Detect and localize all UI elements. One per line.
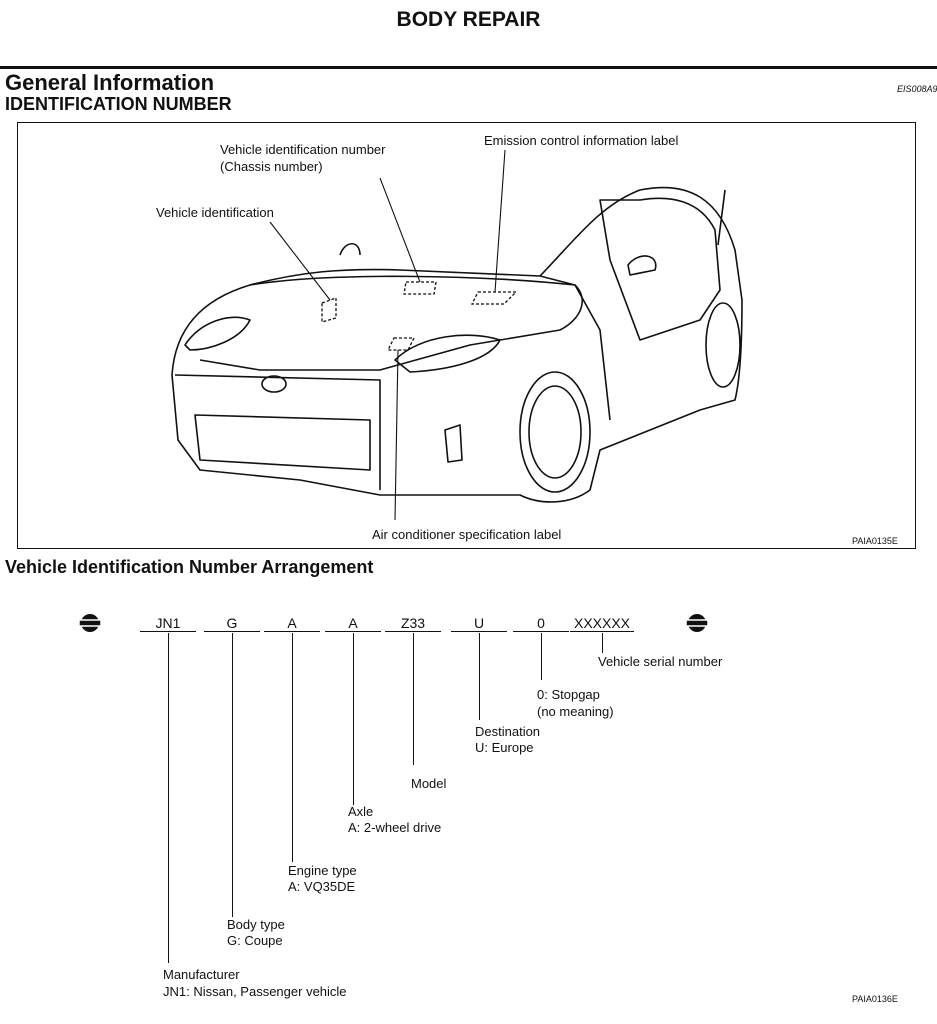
vehicle-figure <box>17 122 916 549</box>
section-subtitle: IDENTIFICATION NUMBER <box>5 94 232 114</box>
figure2-code: PAIA0136E <box>852 994 898 1004</box>
arrangement-title: Vehicle Identification Number Arrangemen… <box>5 557 374 577</box>
label-chassis: (Chassis number) <box>220 159 323 174</box>
leader-line <box>353 633 355 805</box>
leader-line <box>479 633 481 720</box>
leader-line <box>413 633 415 765</box>
start-symbol-icon <box>79 614 101 632</box>
desc-model: Model <box>411 776 447 791</box>
desc-serial: Vehicle serial number <box>598 654 723 669</box>
desc-manufacturer: Manufacturer <box>163 967 240 982</box>
vin-model: Z33 <box>385 615 441 632</box>
vin-destination: U <box>451 615 507 632</box>
desc-destination-value: U: Europe <box>475 740 534 755</box>
leader-line <box>168 633 170 963</box>
vin-engine-type: A <box>264 615 320 632</box>
label-emission: Emission control information label <box>484 133 679 148</box>
header-rule <box>0 66 937 69</box>
desc-stopgap: 0: Stopgap <box>537 687 600 702</box>
label-vin: Vehicle identification number <box>220 142 386 157</box>
vin-manufacturer: JN1 <box>140 615 196 632</box>
desc-manufacturer-value: JN1: Nissan, Passenger vehicle <box>163 984 347 999</box>
desc-body-value: G: Coupe <box>227 933 283 948</box>
desc-axle: Axle <box>348 804 374 819</box>
desc-engine: Engine type <box>288 863 357 878</box>
end-symbol-icon <box>686 614 708 632</box>
section-code: EIS008A9 <box>897 84 937 94</box>
desc-stopgap-note: (no meaning) <box>537 704 614 719</box>
vin-body-type: G <box>204 615 260 632</box>
leader-line <box>232 633 234 917</box>
desc-body: Body type <box>227 917 285 932</box>
desc-engine-value: A: VQ35DE <box>288 879 356 894</box>
desc-destination: Destination <box>475 724 541 739</box>
vin-serial: XXXXXX <box>570 615 634 632</box>
leader-line <box>541 633 543 680</box>
label-aircon: Air conditioner specification label <box>372 527 562 542</box>
vin-stopgap: 0 <box>513 615 569 632</box>
page-title: BODY REPAIR <box>396 8 541 31</box>
label-vehicle-id: Vehicle identification <box>156 205 274 220</box>
car-illustration <box>171 149 743 521</box>
figure1-code: PAIA0135E <box>852 536 898 546</box>
desc-axle-value: A: 2-wheel drive <box>348 820 442 835</box>
vin-axle: A <box>325 615 381 632</box>
section-title: General Information <box>5 70 215 95</box>
leader-line <box>292 633 294 862</box>
leader-line <box>602 633 604 653</box>
